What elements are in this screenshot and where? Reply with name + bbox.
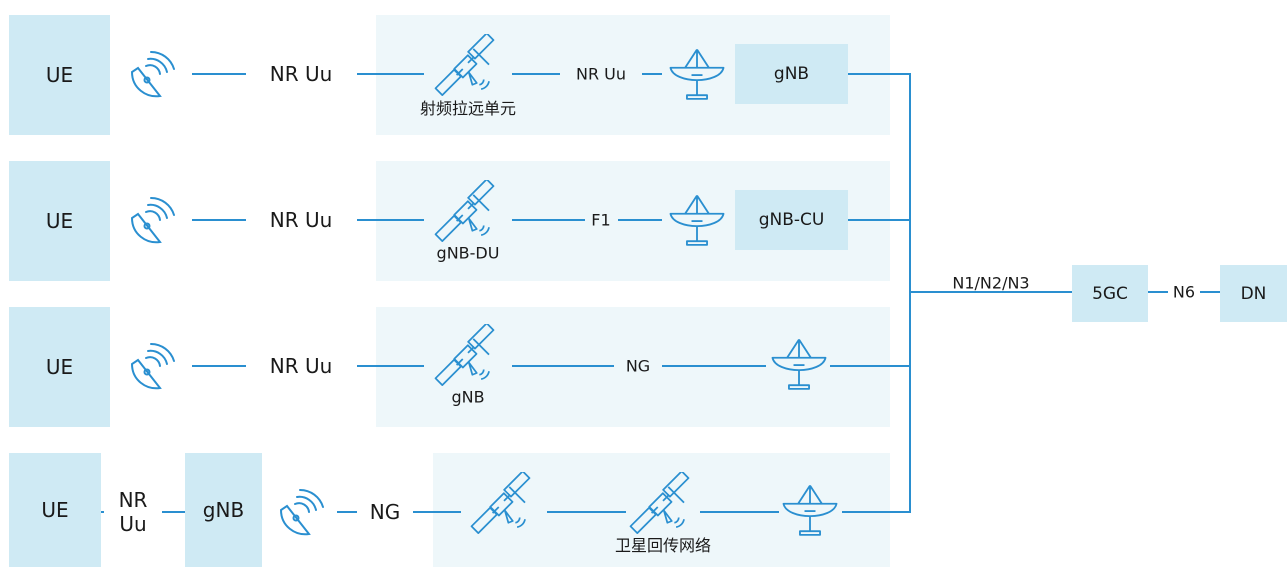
ue-box: UE [9, 453, 101, 567]
satellite-icon [433, 324, 503, 394]
link-label: NR Uu [269, 354, 333, 378]
antenna-icon [124, 190, 184, 250]
ground-dish-icon [767, 334, 831, 398]
sat-caption: gNB-DU [436, 243, 500, 263]
antenna-icon [124, 44, 184, 104]
link-label: NR Uu [269, 62, 333, 86]
link-label: F1 [591, 210, 611, 230]
link-label: NR Uu [575, 64, 627, 84]
row4-panel [433, 453, 890, 567]
ground-dish-icon [665, 190, 729, 254]
antenna-icon [124, 336, 184, 396]
link-label: N6 [1172, 282, 1196, 302]
ground-dish-icon [778, 480, 842, 544]
ue-box: UE [9, 15, 110, 135]
gnb-cu-box: gNB-CU [735, 190, 848, 250]
satellite-icon [628, 472, 698, 542]
ground-dish-icon [665, 44, 729, 108]
link-label: NG [369, 500, 401, 524]
satellite-icon [469, 472, 539, 542]
gnb-box: gNB [735, 44, 848, 104]
link-label: NG [625, 356, 651, 376]
gnb-box: gNB [185, 453, 262, 567]
satellite-icon [433, 180, 503, 250]
link-label: NR Uu [118, 488, 148, 536]
sat-caption: 射频拉远单元 [419, 99, 517, 118]
link-label: N1/N2/N3 [952, 273, 1030, 293]
link-label: NR Uu [269, 208, 333, 232]
5gc-box: 5GC [1072, 265, 1148, 322]
sat-caption: gNB [451, 387, 485, 407]
dn-box: DN [1220, 265, 1287, 322]
satellite-icon [433, 34, 503, 104]
antenna-icon [273, 482, 333, 542]
ue-box: UE [9, 307, 110, 427]
ue-box: UE [9, 161, 110, 281]
sat-caption: 卫星回传网络 [614, 536, 712, 555]
